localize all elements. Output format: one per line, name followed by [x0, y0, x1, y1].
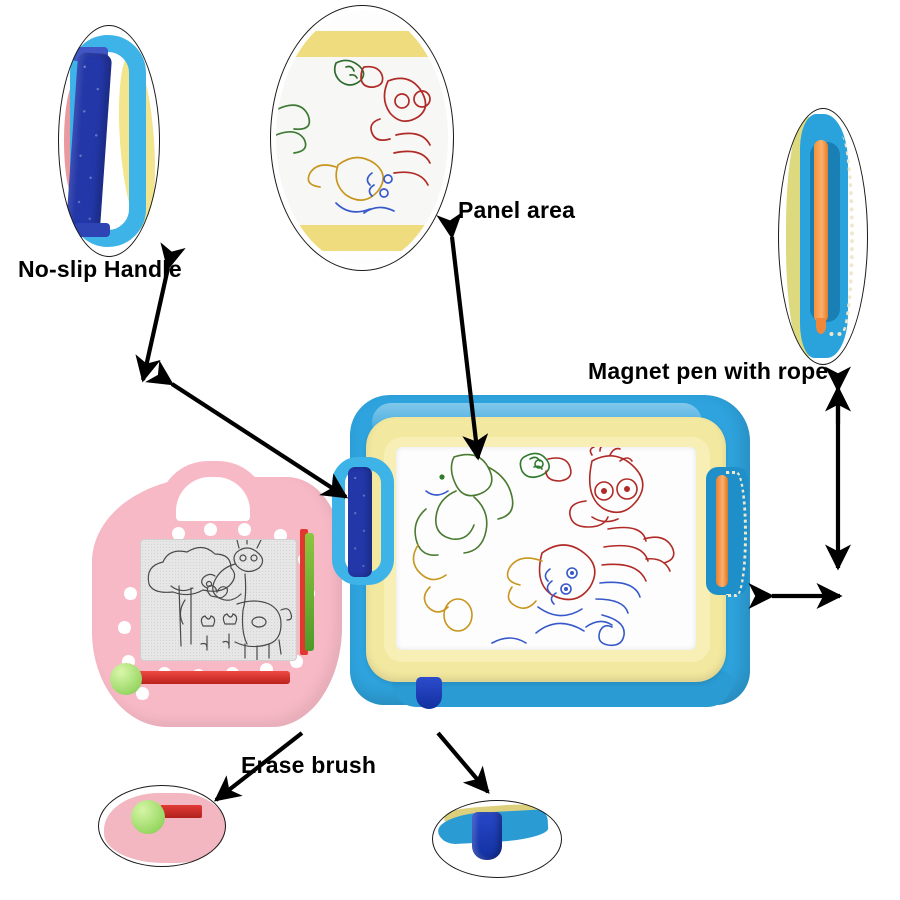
pink-board-panel	[140, 539, 297, 661]
no-slip-handle-grip[interactable]	[348, 467, 372, 577]
pink-drawing-board	[92, 455, 352, 735]
flower-icon	[172, 527, 185, 540]
flower-icon	[136, 687, 149, 700]
pink-board-erase-bar[interactable]	[126, 671, 290, 684]
arrow-no-slip-handle	[135, 242, 186, 383]
label-erase-brush: Erase brush	[241, 752, 377, 778]
label-magnet-pen-with-rope: Magnet pen with rope	[588, 358, 829, 384]
pink-board-drawing	[147, 540, 293, 660]
pink-board-side-green-strip	[305, 533, 314, 651]
flower-icon	[274, 529, 287, 542]
flower-icon	[124, 587, 137, 600]
blue-board-drawing	[412, 447, 675, 647]
handle-closeup-ellipse	[58, 25, 160, 257]
foot-closeup-ellipse	[432, 800, 562, 878]
label-no-slip-handle: No-slip Handle	[18, 256, 182, 282]
pink-board-side-red-strip	[300, 529, 308, 655]
blue-drawing-board	[332, 395, 762, 725]
erase-brush-knob[interactable]	[110, 663, 142, 695]
flower-icon	[204, 523, 217, 536]
blue-board-panel	[396, 447, 696, 650]
flower-icon	[118, 621, 131, 634]
pen-closeup-ellipse	[778, 108, 868, 365]
panel-closeup-ellipse	[270, 5, 454, 271]
arrow-stamp-foot	[436, 731, 490, 794]
magnet-pen[interactable]	[716, 475, 728, 587]
flower-icon	[238, 523, 251, 536]
blue-board-stamp-foot[interactable]	[416, 677, 442, 709]
erase-closeup-ellipse	[98, 785, 226, 867]
magnet-pen-rope	[726, 471, 747, 597]
label-panel-area: Panel area	[458, 197, 576, 223]
